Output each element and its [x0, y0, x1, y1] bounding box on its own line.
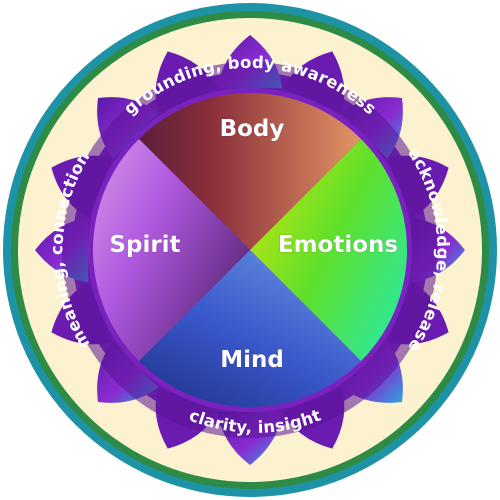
- label-mind: Mind: [220, 347, 284, 373]
- label-body: Body: [220, 116, 285, 142]
- label-spirit: Spirit: [109, 232, 180, 258]
- text-band: [62, 62, 438, 438]
- label-emotions: Emotions: [278, 232, 398, 258]
